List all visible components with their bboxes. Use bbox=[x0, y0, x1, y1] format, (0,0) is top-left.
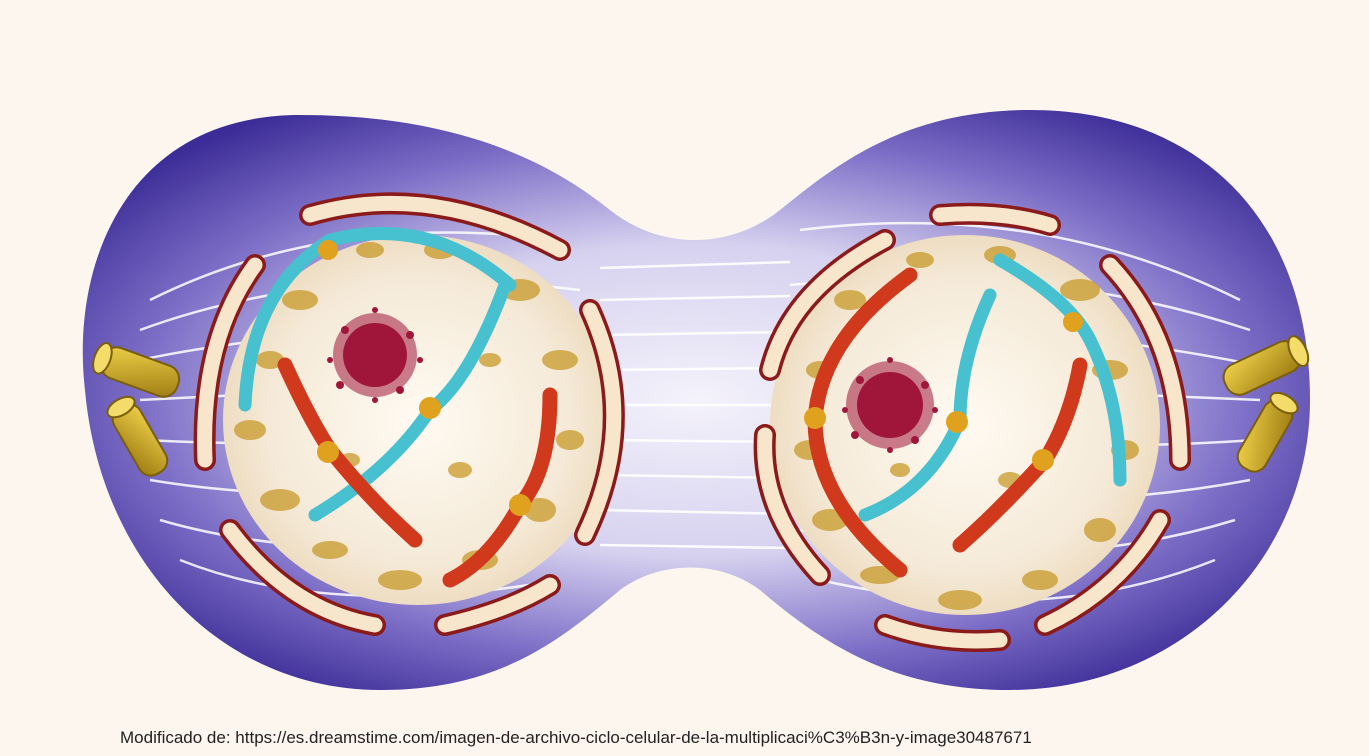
right-nucleus bbox=[765, 214, 1180, 641]
image-source-caption: Modificado de: https://es.dreamstime.com… bbox=[0, 728, 1369, 748]
